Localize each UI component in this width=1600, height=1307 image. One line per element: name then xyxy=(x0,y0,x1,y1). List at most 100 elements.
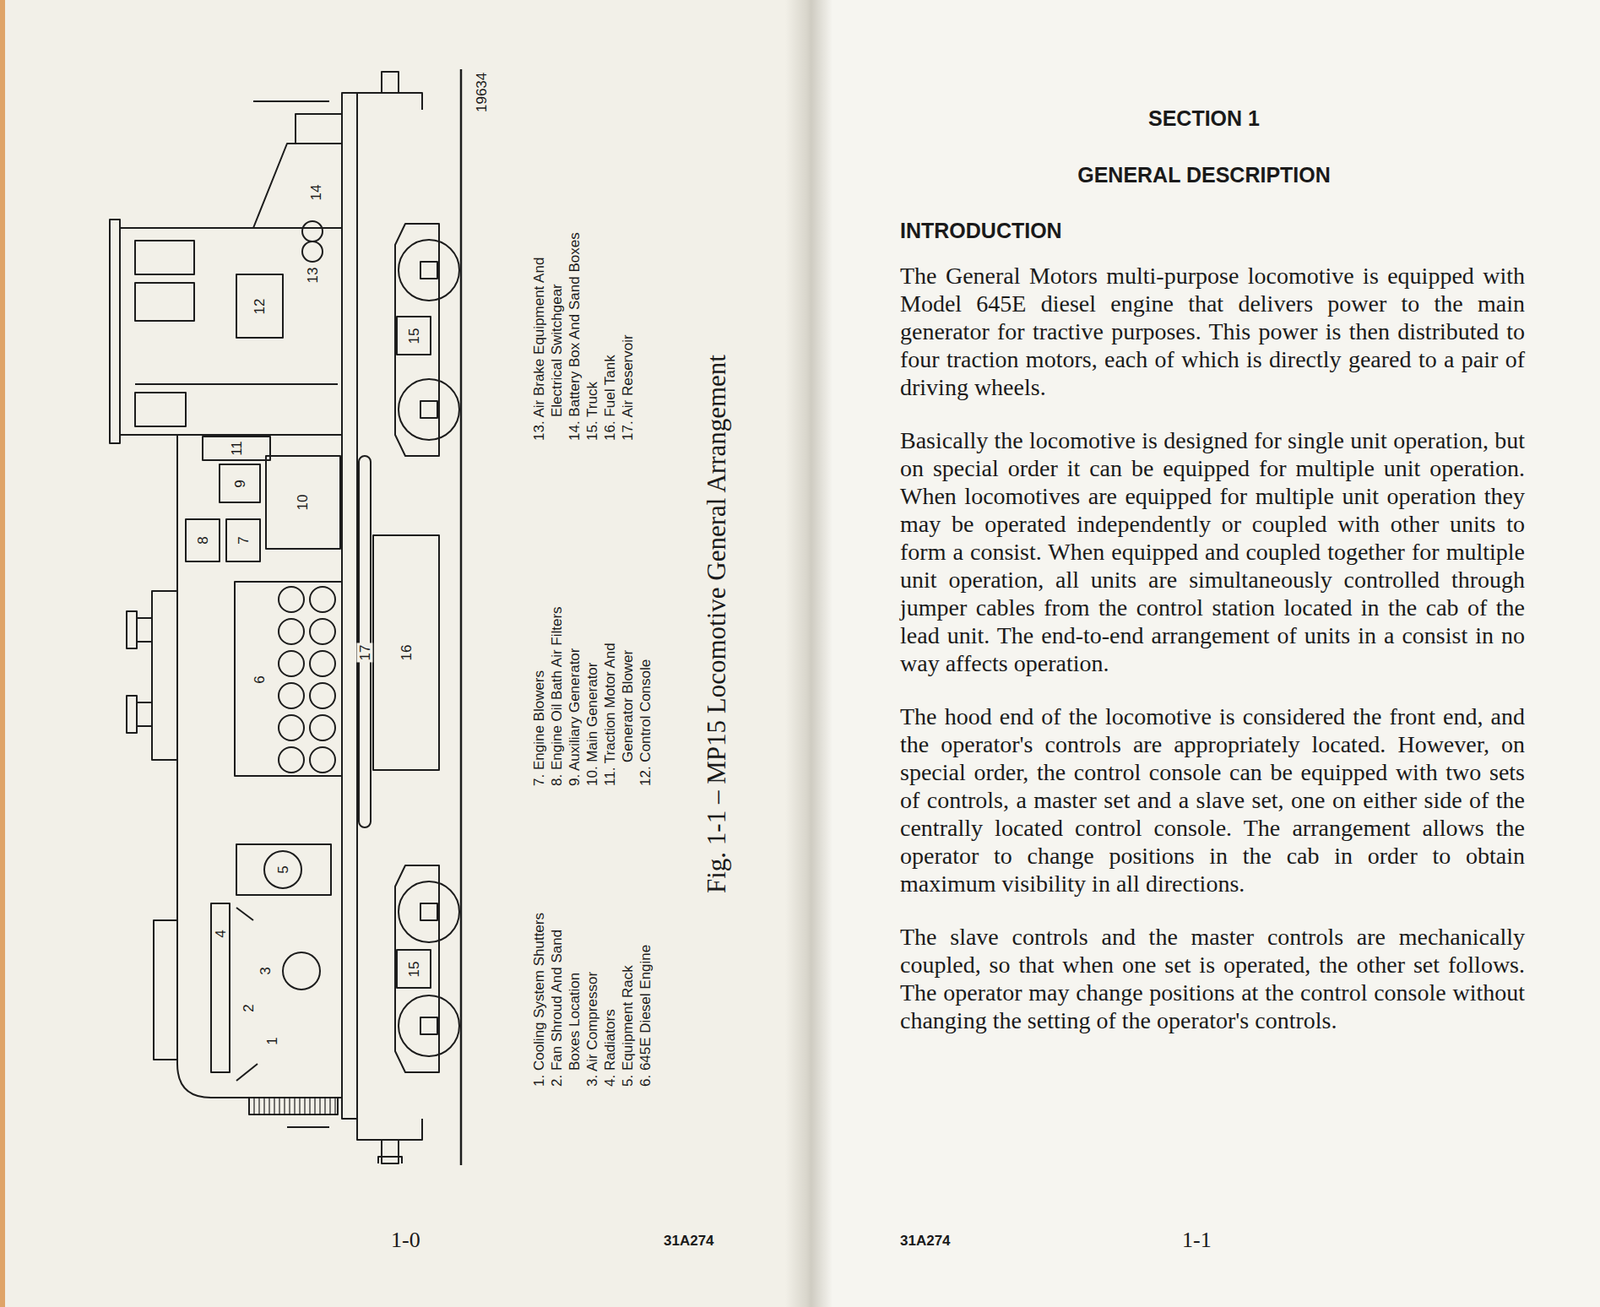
rotated-figure: 123456789101112131415151617196341. Cooli… xyxy=(84,59,744,1199)
shutter-grille xyxy=(249,1097,338,1115)
figure-label-layer: 123456789101112131415151617196341. Cooli… xyxy=(84,59,744,1199)
cab-window xyxy=(135,240,195,275)
callout-number: 14 xyxy=(308,183,325,203)
parts-list-item: 6. 645E Diesel Engine xyxy=(636,894,655,1087)
front-truck-frame xyxy=(395,865,440,1073)
book-gutter xyxy=(785,0,833,1307)
section-heading: GENERAL DESCRIPTION xyxy=(891,162,1517,188)
body-text-column: The General Motors multi-purpose locomot… xyxy=(900,261,1525,1060)
coupler-knuckle xyxy=(378,1156,402,1164)
callout-number: 15 xyxy=(406,960,423,980)
fan-shroud xyxy=(153,920,178,1060)
callout-number: 5 xyxy=(275,863,292,875)
parts-list-item: 7. Engine Blowers xyxy=(530,588,548,787)
exhaust-stack xyxy=(136,702,152,727)
radiator xyxy=(211,903,230,1073)
page-number: 1-0 xyxy=(390,1229,421,1252)
parts-list-column: 7. Engine Blowers8. Engine Oil Bath Air … xyxy=(530,588,655,787)
body-paragraph: Basically the locomotive is designed for… xyxy=(900,426,1525,678)
auxiliary-generator xyxy=(219,464,261,503)
front-coupler xyxy=(381,1139,399,1164)
underframe xyxy=(341,92,358,1119)
journal-box xyxy=(420,903,438,921)
wheel xyxy=(398,995,460,1057)
page-edge xyxy=(0,0,6,1307)
callout-number: 17 xyxy=(357,643,374,663)
parts-list-item: 13. Air Brake Equipment And Electrical S… xyxy=(530,212,566,441)
parts-list-column: 1. Cooling System Shutters2. Fan Shroud … xyxy=(530,894,655,1087)
callout-number: 8 xyxy=(195,534,212,546)
cab-door-edge xyxy=(135,383,338,386)
control-console xyxy=(236,274,283,338)
truck-bolster xyxy=(396,316,431,355)
document-code: 31A274 xyxy=(900,1233,951,1248)
body-paragraph: The General Motors multi-purpose locomot… xyxy=(900,261,1525,402)
air-compressor xyxy=(282,952,320,990)
page-number: 1-1 xyxy=(1182,1229,1212,1252)
parts-list-item: 8. Engine Oil Bath Air Filters xyxy=(547,588,566,787)
exhaust-cap xyxy=(126,611,137,649)
parts-list-item: 10. Main Generator xyxy=(583,588,602,787)
rear-pilot xyxy=(357,92,423,110)
document-code: 31A274 xyxy=(663,1233,715,1248)
body-paragraph: The slave controls and the master contro… xyxy=(900,922,1525,1035)
parts-list-item: 16. Fuel Tank xyxy=(601,212,619,441)
callout-number: 4 xyxy=(212,927,229,939)
main-generator xyxy=(265,455,341,549)
rack-detail xyxy=(264,851,302,889)
callout-number: 3 xyxy=(257,965,274,977)
callout-number: 9 xyxy=(232,477,249,489)
callout-number: 15 xyxy=(406,326,423,347)
rear-step xyxy=(295,113,342,144)
parts-list-column: 13. Air Brake Equipment And Electrical S… xyxy=(530,212,637,441)
equipment-rack xyxy=(236,844,331,895)
callout-number: 13 xyxy=(304,265,321,286)
front-pilot xyxy=(357,1118,423,1140)
wheel xyxy=(398,881,460,943)
parts-list-item: 15. Truck xyxy=(583,212,602,441)
parts-list-item: 9. Auxiliary Generator xyxy=(565,588,584,787)
parts-list-item: 12. Control Console xyxy=(636,588,655,787)
callout-number: 6 xyxy=(251,673,268,685)
subheading: INTRODUCTION xyxy=(900,217,1063,244)
callout-number: 16 xyxy=(398,643,415,663)
truck-bolster xyxy=(396,949,431,988)
section-title: SECTION 1 xyxy=(891,105,1517,131)
callout-number: 10 xyxy=(294,493,311,513)
engine-blower xyxy=(226,519,261,562)
parts-list-item: 2. Fan Shroud And Sand Boxes Location xyxy=(547,894,584,1087)
journal-box xyxy=(420,1017,438,1035)
cab-window xyxy=(135,392,186,427)
cab-window xyxy=(135,282,195,321)
figure-number: 19634 xyxy=(474,72,489,113)
air-reservoir xyxy=(358,455,371,828)
wheel xyxy=(398,239,460,301)
exhaust-stack xyxy=(136,618,152,642)
short-hood xyxy=(253,143,342,228)
air-filter-box xyxy=(185,519,220,562)
rear-coupler xyxy=(381,71,399,93)
body-paragraph: The hood end of the locomotive is consid… xyxy=(900,702,1525,898)
journal-box xyxy=(420,401,438,418)
fuel-tank xyxy=(373,535,440,771)
rail-line xyxy=(460,69,463,1166)
cab-roof xyxy=(109,219,120,444)
parts-list-item: 14. Battery Box And Sand Boxes xyxy=(565,212,584,441)
locomotive-outline xyxy=(109,69,462,1166)
journal-box xyxy=(420,261,438,279)
diesel-engine xyxy=(234,581,342,776)
fan-shroud-side xyxy=(236,907,258,1081)
long-hood xyxy=(177,434,342,1098)
right-page xyxy=(808,0,1600,1307)
wheel xyxy=(398,379,460,440)
callout-number: 12 xyxy=(251,297,268,317)
parts-list-item: 11. Traction Motor And Generator Blower xyxy=(601,588,637,787)
air-brake-valve xyxy=(302,241,323,262)
handrail-post xyxy=(253,101,330,1128)
traction-blower xyxy=(202,436,271,461)
parts-list-item: 1. Cooling System Shutters xyxy=(530,894,548,1087)
parts-list-item: 3. Air Compressor xyxy=(583,894,602,1087)
engine-cylinders xyxy=(278,586,336,773)
